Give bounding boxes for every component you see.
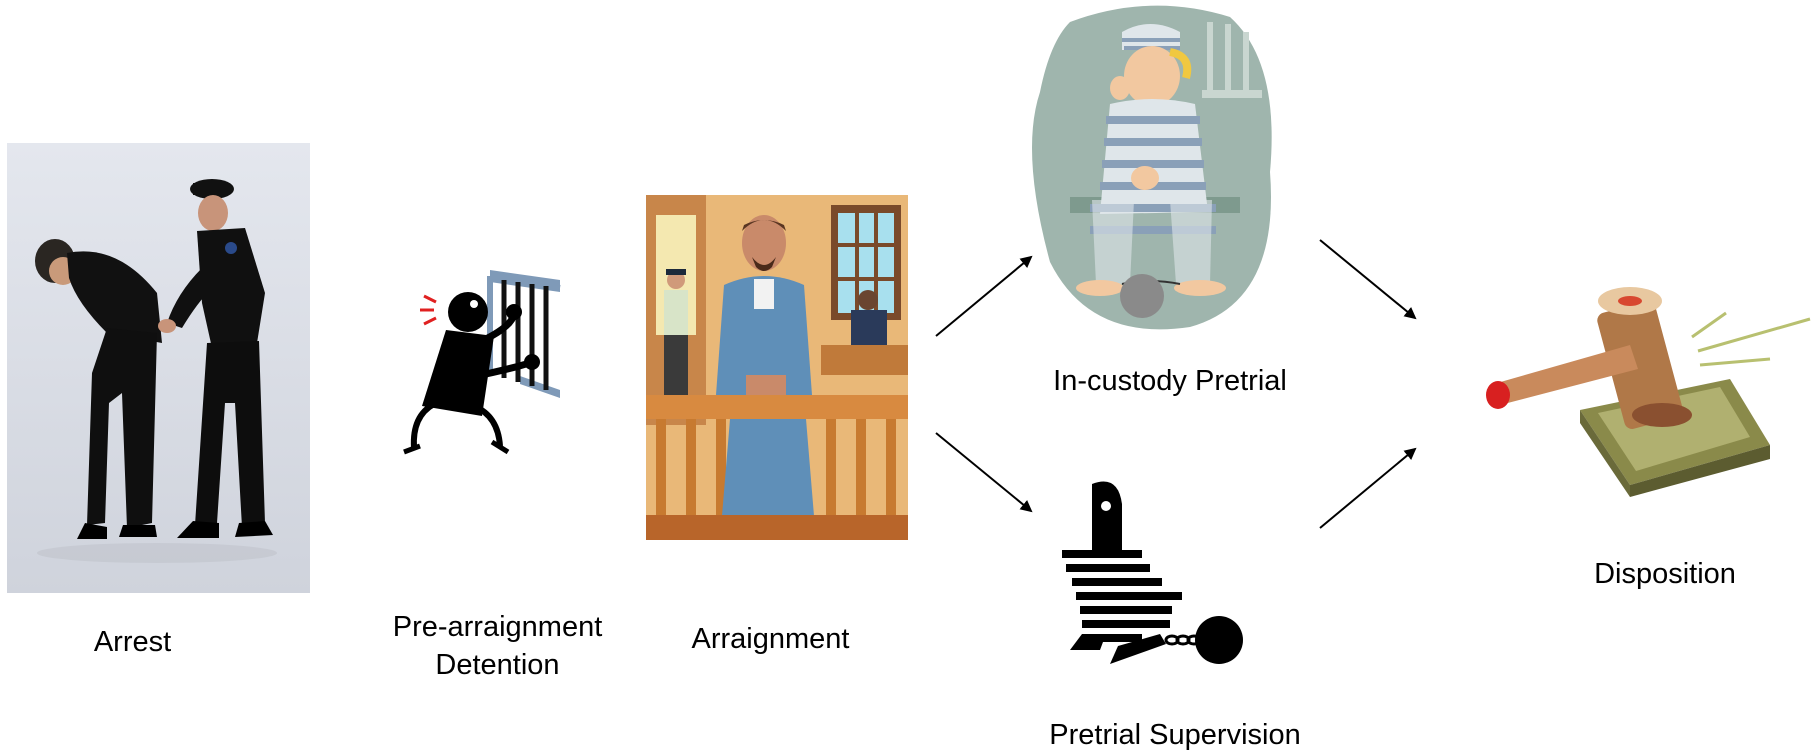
- arrest-photo: [7, 143, 310, 593]
- courtroom-illustration: [646, 195, 908, 540]
- pre-arraignment-label-line2: Detention: [435, 649, 560, 681]
- prisoner-in-cell-illustration: [1030, 2, 1275, 332]
- arrow-supervision-to-disposition: [1319, 447, 1417, 529]
- arrow-arraignment-to-in-custody: [935, 255, 1033, 337]
- disposition-label: Disposition: [1594, 558, 1736, 590]
- jailed-stick-figure-icon: [402, 266, 562, 456]
- in-custody-pretrial-label: In-custody Pretrial: [1053, 365, 1287, 397]
- arrow-in-custody-to-disposition: [1319, 239, 1417, 320]
- arraignment-label: Arraignment: [691, 623, 850, 655]
- pre-arraignment-label: Pre-arraignment Detention: [375, 608, 620, 684]
- arrow-arraignment-to-supervision: [935, 432, 1033, 513]
- ball-and-chain-figure-icon: [1062, 478, 1247, 673]
- pretrial-supervision-label: Pretrial Supervision: [1049, 719, 1301, 751]
- pre-arraignment-label-line1: Pre-arraignment: [392, 611, 603, 643]
- arrest-label: Arrest: [93, 626, 172, 658]
- gavel-icon: [1480, 275, 1820, 500]
